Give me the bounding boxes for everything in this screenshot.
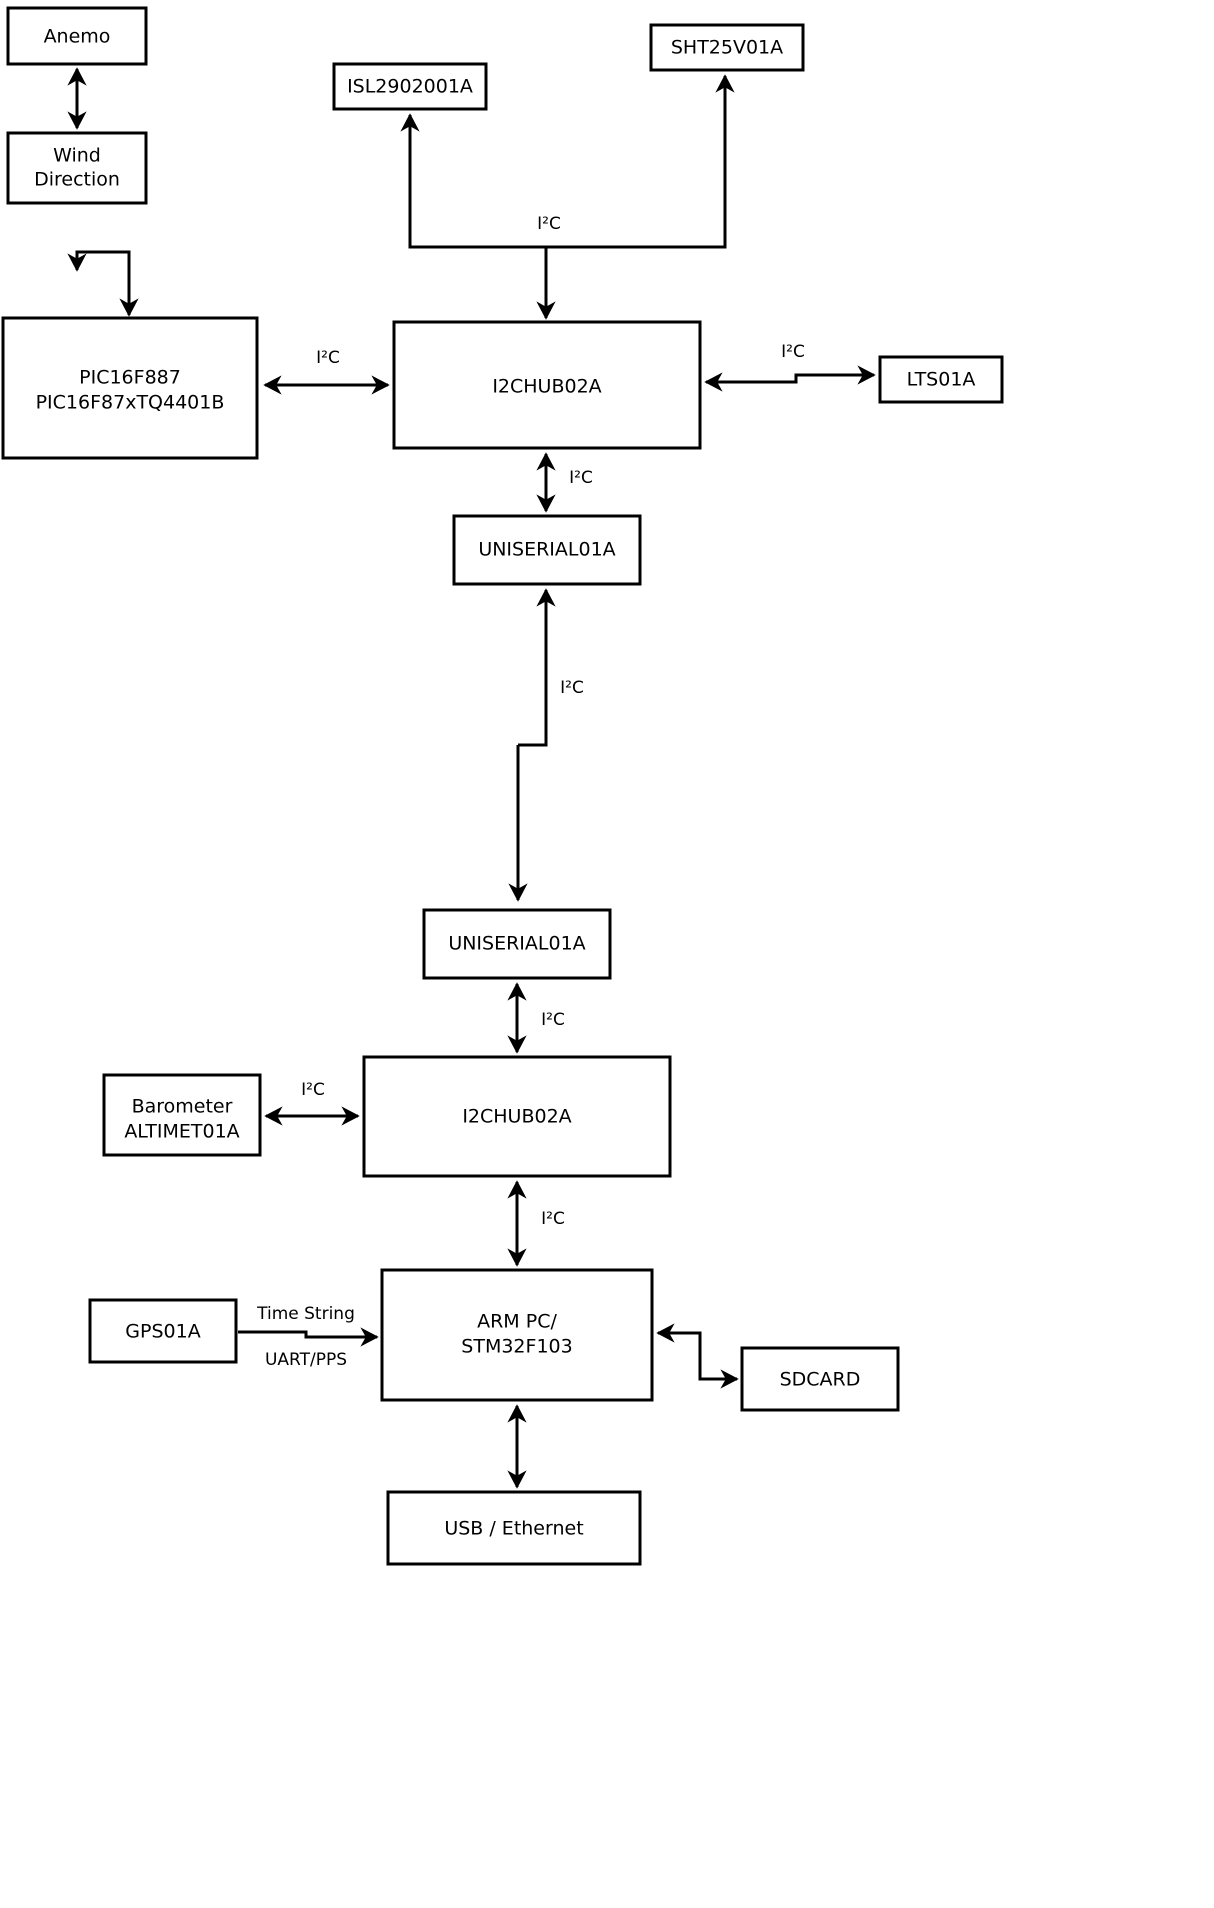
- edge-hub-sht: [546, 74, 735, 249]
- node-i2chub02a-bottom[interactable]: I2CHUB02A: [362, 1055, 672, 1178]
- edge-line-hub-lts: [704, 365, 876, 392]
- node-i2chub02a-bottom-box[interactable]: [362, 1055, 672, 1178]
- edge-label-hub-uniserial-top: I²C: [569, 468, 593, 488]
- node-anemo-label: Anemo: [44, 26, 111, 48]
- node-pic-mcu-label-line1: PIC16F887: [79, 367, 181, 389]
- node-gps01a[interactable]: GPS01A: [88, 1298, 238, 1364]
- edge-line-gps-armpc: [238, 1327, 379, 1347]
- edge-hub-uniserial-top: I²C: [536, 452, 593, 513]
- edge-label-gps-uart-pps: UART/PPS: [265, 1350, 347, 1370]
- edge-label-pic-hub-top: I²C: [316, 348, 340, 368]
- node-usb-ethernet-label: USB / Ethernet: [444, 1518, 583, 1540]
- node-lts01a-box[interactable]: [878, 355, 1004, 404]
- node-isl2902001a-label: ISL2902001A: [347, 76, 473, 98]
- node-anemo[interactable]: Anemo: [6, 6, 148, 66]
- edge-label-hub-lts: I²C: [781, 342, 805, 362]
- node-barometer-label-line1: Barometer: [132, 1096, 233, 1118]
- node-uniserial01a-bottom-box[interactable]: [422, 908, 612, 980]
- edge-label-uniserial-hub-bottom: I²C: [541, 1010, 565, 1030]
- node-i2chub02a-bottom-label: I2CHUB02A: [462, 1106, 571, 1128]
- node-lts01a[interactable]: LTS01A: [878, 355, 1004, 404]
- edge-line-armpc-sdcard: [656, 1323, 739, 1389]
- node-wind-direction-box[interactable]: [6, 131, 148, 205]
- node-sht25v01a-box[interactable]: [649, 23, 805, 72]
- edge-line-uniserial-link-upper: [518, 588, 556, 747]
- node-isl2902001a-box[interactable]: [332, 62, 488, 111]
- edge-label-gps-time-string: Time String: [256, 1304, 355, 1324]
- edge-label-barometer-hub-bottom: I²C: [301, 1080, 325, 1100]
- node-sdcard-label: SDCARD: [780, 1369, 861, 1391]
- edge-uniserial-hub-bottom: I²C: [507, 982, 565, 1054]
- node-lts01a-label: LTS01A: [907, 369, 976, 391]
- edge-pic-wind: [67, 250, 139, 317]
- node-i2chub02a-top-label: I2CHUB02A: [492, 376, 601, 398]
- node-uniserial01a-top-label: UNISERIAL01A: [478, 539, 615, 561]
- node-sht25v01a-label: SHT25V01A: [671, 37, 783, 59]
- edge-label-uniserial-link: I²C: [560, 678, 584, 698]
- node-uniserial01a-top-box[interactable]: [452, 514, 642, 586]
- edge-line-pic-wind: [67, 250, 139, 317]
- node-isl2902001a[interactable]: ISL2902001A: [332, 62, 488, 111]
- node-uniserial01a-top[interactable]: UNISERIAL01A: [452, 514, 642, 586]
- node-barometer-label-line2: ALTIMET01A: [124, 1121, 239, 1143]
- edge-line-hub-isl: [400, 113, 548, 318]
- edge-gps-armpc: Time String UART/PPS: [238, 1304, 379, 1370]
- edge-armpc-sdcard: [656, 1323, 739, 1389]
- node-arm-pc-box[interactable]: [380, 1268, 654, 1402]
- node-gps01a-box[interactable]: [88, 1298, 238, 1364]
- edge-uniserial-link: I²C: [508, 588, 584, 902]
- node-usb-ethernet[interactable]: USB / Ethernet: [386, 1490, 642, 1566]
- edge-hub-lts: I²C: [704, 342, 876, 392]
- node-gps01a-label: GPS01A: [125, 1321, 200, 1343]
- node-anemo-box[interactable]: [6, 6, 148, 66]
- node-arm-pc-label-line2: STM32F103: [461, 1336, 572, 1358]
- node-wind-direction[interactable]: Wind Direction: [6, 131, 148, 205]
- node-sdcard[interactable]: SDCARD: [740, 1346, 900, 1412]
- edge-hub-isl: I²C: [400, 113, 561, 318]
- edge-label-hub-isl: I²C: [537, 214, 561, 234]
- edge-barometer-hub-bottom: I²C: [264, 1080, 360, 1126]
- node-arm-pc-label-line1: ARM PC/: [477, 1311, 557, 1333]
- edge-hub-armpc: I²C: [507, 1180, 565, 1267]
- node-barometer-altimet01a[interactable]: Barometer ALTIMET01A: [102, 1073, 262, 1157]
- node-uniserial01a-bottom[interactable]: UNISERIAL01A: [422, 908, 612, 980]
- node-i2chub02a-top[interactable]: I2CHUB02A: [392, 320, 702, 450]
- node-sht25v01a[interactable]: SHT25V01A: [649, 23, 805, 72]
- node-usb-ethernet-box[interactable]: [386, 1490, 642, 1566]
- edge-label-hub-armpc: I²C: [541, 1209, 565, 1229]
- node-pic-mcu-box[interactable]: [1, 316, 259, 460]
- node-pic-mcu-label-line2: PIC16F87xTQ4401B: [36, 392, 225, 414]
- node-wind-direction-label-line1: Wind: [53, 145, 101, 167]
- node-uniserial01a-bottom-label: UNISERIAL01A: [448, 933, 585, 955]
- edge-pic-hub-top: I²C: [263, 348, 390, 395]
- node-i2chub02a-top-box[interactable]: [392, 320, 702, 450]
- node-barometer-altimet01a-box[interactable]: [102, 1073, 262, 1157]
- node-arm-pc[interactable]: ARM PC/ STM32F103: [380, 1268, 654, 1402]
- node-wind-direction-label-line2: Direction: [34, 169, 120, 191]
- node-sdcard-box[interactable]: [740, 1346, 900, 1412]
- node-pic-mcu[interactable]: PIC16F887 PIC16F87xTQ4401B: [1, 316, 259, 460]
- edge-line-hub-sht: [546, 74, 735, 249]
